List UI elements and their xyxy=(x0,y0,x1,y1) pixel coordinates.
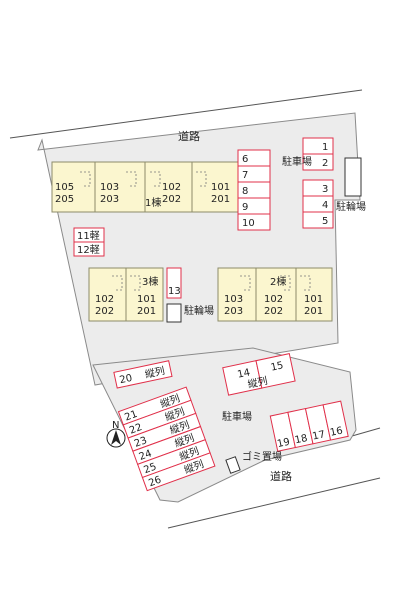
parking-label-5: 5 xyxy=(322,216,328,227)
unit-101-b2: 101 xyxy=(304,294,323,305)
parking-space xyxy=(302,211,334,229)
parking-label-13: 13 xyxy=(168,286,181,297)
parking-label-20: 20 xyxy=(119,373,134,386)
parking-label-16: 16 xyxy=(329,425,344,438)
garbage-area xyxy=(225,456,241,474)
building-2-stair xyxy=(300,275,311,291)
unit-103: 103 xyxy=(100,182,119,193)
building-2: 103 203 102 202 101 201 2棟 xyxy=(217,267,333,322)
building-3-stair xyxy=(112,275,123,291)
garbage-label: ゴミ置場 xyxy=(242,450,282,463)
parking-label-22: 22 xyxy=(128,422,144,437)
parking-label-21: 21 xyxy=(123,409,139,424)
north-arrow-icon xyxy=(106,428,126,448)
road-bottom-lower-edge xyxy=(167,477,381,529)
parking-space xyxy=(302,153,334,171)
parking-label-8: 8 xyxy=(242,186,248,197)
parking-space xyxy=(302,137,334,155)
unit-202-b3: 202 xyxy=(95,306,114,317)
parking-label-14: 14 xyxy=(237,367,252,380)
parking-label-15: 15 xyxy=(270,360,285,373)
building-2-stair xyxy=(280,275,291,291)
parking-label-18: 18 xyxy=(294,433,309,446)
unit-101-b3: 101 xyxy=(137,294,156,305)
compass-label: N xyxy=(112,420,119,431)
parking-label-9: 9 xyxy=(242,202,248,213)
parking-label-10: 10 xyxy=(242,218,255,229)
building-3: 102 202 101 201 3棟 xyxy=(88,267,164,322)
unit-201-b3: 201 xyxy=(137,306,156,317)
parking-space xyxy=(302,195,334,213)
unit-202-b2: 202 xyxy=(264,306,283,317)
parking-space xyxy=(166,267,182,299)
unit-102-b3: 102 xyxy=(95,294,114,305)
building-1-stair xyxy=(80,171,91,187)
parking-space xyxy=(237,213,271,231)
parking-space xyxy=(73,241,105,257)
parking-label-1: 1 xyxy=(322,142,328,153)
bicycle-label-right: 駐輪場 xyxy=(336,200,366,213)
unit-105: 105 xyxy=(55,182,74,193)
parking-main-label-text: 駐車場 xyxy=(282,155,312,168)
parking-space xyxy=(113,360,173,389)
parking-label-7: 7 xyxy=(242,170,248,181)
unit-205: 205 xyxy=(55,194,74,205)
unit-102: 102 xyxy=(162,182,181,193)
parking-space xyxy=(322,400,349,441)
parking-space xyxy=(255,353,296,389)
road-top-upper-edge xyxy=(9,89,363,139)
parking-16-19: 19 18 17 16 xyxy=(269,400,349,452)
building-1-stair xyxy=(150,171,161,187)
parking-label-11: 11軽 xyxy=(77,230,100,242)
unit-202: 202 xyxy=(162,194,181,205)
unit-201-b2: 201 xyxy=(304,306,323,317)
building-2-stair xyxy=(240,275,251,291)
unit-201: 201 xyxy=(211,194,230,205)
bicycle-parking-right xyxy=(344,157,362,197)
tandem-label-14: 縦列 xyxy=(246,374,268,391)
building-3-stair xyxy=(130,275,141,291)
unit-203-b2: 203 xyxy=(224,306,243,317)
building-1-stair xyxy=(126,171,137,187)
unit-103-b2: 103 xyxy=(224,294,243,305)
parking-label-12: 12軽 xyxy=(77,244,100,256)
parking-20: 20 縦列 xyxy=(113,360,173,389)
parking-label-17: 17 xyxy=(311,429,326,442)
road-bottom-upper-edge xyxy=(351,427,381,437)
building-2-body xyxy=(217,267,333,322)
parking-lower-label: 駐車場 xyxy=(222,410,252,423)
parking-label-2: 2 xyxy=(322,158,328,169)
tandem-label-20: 縦列 xyxy=(144,364,166,381)
building-1-name: 1棟 xyxy=(145,196,161,209)
bicycle-label-center: 駐輪場 xyxy=(184,304,214,317)
parking-label-4: 4 xyxy=(322,200,328,211)
parking-label-23: 23 xyxy=(133,435,149,450)
parking-space xyxy=(141,452,216,492)
parking-21-26: 21 22 23 24 25 26 縦列 縦列 縦列 縦列 縦列 縦列 xyxy=(117,386,216,492)
unit-101: 101 xyxy=(211,182,230,193)
parking-label-6: 6 xyxy=(242,154,248,165)
parking-label-25: 25 xyxy=(142,461,158,476)
parking-main-label: 駐車場 xyxy=(282,155,312,168)
parking-label-26: 26 xyxy=(147,475,163,490)
parking-space xyxy=(302,179,334,197)
bicycle-parking-center xyxy=(166,303,182,323)
building-2-name: 2棟 xyxy=(270,275,286,288)
parking-label-24: 24 xyxy=(138,448,154,463)
building-1: 105 205 103 203 102 202 101 201 1棟 xyxy=(51,161,239,213)
unit-203: 203 xyxy=(100,194,119,205)
road-label-bottom: 道路 xyxy=(270,469,292,483)
road-label-top: 道路 xyxy=(178,129,200,143)
parking-14-15: 14 15 縦列 xyxy=(222,353,296,396)
parking-label-3: 3 xyxy=(322,184,328,195)
building-3-name: 3棟 xyxy=(142,275,158,288)
building-1-stair xyxy=(196,171,207,187)
unit-102-b2: 102 xyxy=(264,294,283,305)
parking-label-19: 19 xyxy=(276,437,291,450)
